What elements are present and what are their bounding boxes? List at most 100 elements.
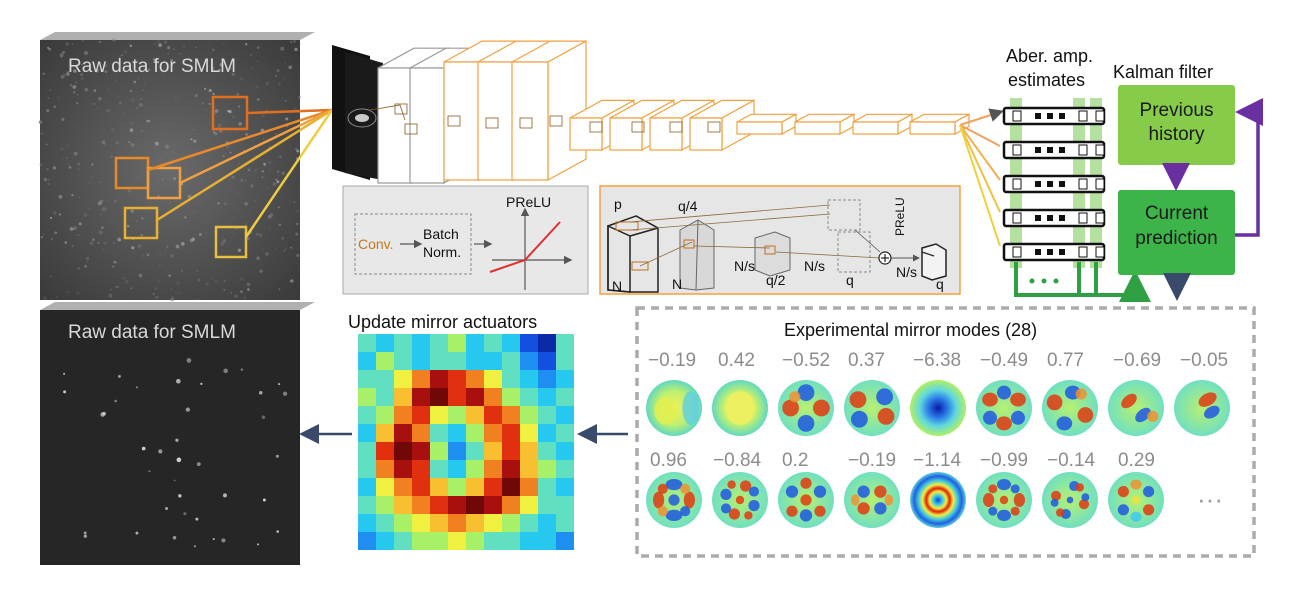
heatmap-cell — [430, 460, 448, 478]
heatmap-cell — [448, 334, 466, 352]
heatmap-cell — [358, 460, 376, 478]
modes-title: Experimental mirror modes (28) — [784, 320, 1038, 340]
heatmap-cell — [556, 514, 574, 532]
heatmap-cell — [394, 514, 412, 532]
heatmap-cell — [376, 424, 394, 442]
heatmap-cell — [394, 370, 412, 388]
heatmap-cell — [484, 496, 502, 514]
heatmap-cell — [520, 388, 538, 406]
heatmap-cell — [484, 388, 502, 406]
heatmap-cell — [430, 532, 448, 550]
heatmap-cell — [430, 496, 448, 514]
kalman-title: Kalman filter — [1113, 62, 1214, 82]
res-n-left-label: N — [612, 278, 623, 294]
heatmap-cell — [466, 334, 484, 352]
heatmap-cell — [556, 406, 574, 424]
estimates-title-line2: estimates — [1008, 70, 1086, 90]
heatmap-cell — [466, 388, 484, 406]
heatmap-cell — [394, 424, 412, 442]
heatmap-cell — [376, 496, 394, 514]
heatmap-cell — [394, 442, 412, 460]
mode-disk — [844, 380, 900, 436]
heatmap-cell — [538, 334, 556, 352]
heatmap-cell — [466, 352, 484, 370]
heatmap-cell — [412, 496, 430, 514]
heatmap-cell — [538, 352, 556, 370]
heatmap-cell — [556, 334, 574, 352]
heatmap-cell — [412, 442, 430, 460]
mode-disk — [1174, 380, 1230, 436]
heatmap-cell — [538, 532, 556, 550]
heatmap-cell — [466, 460, 484, 478]
heatmap-cell — [520, 532, 538, 550]
heatmap-cell — [430, 478, 448, 496]
heatmap-cell — [376, 352, 394, 370]
heatmap-cell — [538, 388, 556, 406]
mirror-actuator-heatmap — [358, 334, 574, 550]
heatmap-cell — [376, 532, 394, 550]
heatmap-cell — [430, 352, 448, 370]
roi-box — [214, 225, 248, 259]
mode-coef-row1: 0.77 — [1047, 350, 1084, 371]
prelu-label: PReLU — [506, 194, 552, 210]
heatmap-cell — [502, 460, 520, 478]
heatmap-cell — [538, 514, 556, 532]
heatmap-cell — [412, 478, 430, 496]
mode-disk — [1108, 380, 1164, 436]
roi-box — [123, 206, 159, 240]
heatmap-cell — [394, 388, 412, 406]
heatmap-cell — [484, 442, 502, 460]
heatmap-cell — [502, 352, 520, 370]
heatmap-cell — [556, 532, 574, 550]
mode-coef-row2: 0.29 — [1118, 450, 1155, 471]
heatmap-cell — [376, 334, 394, 352]
mode-disk — [910, 380, 966, 436]
mirror-title: Update mirror actuators — [348, 312, 538, 332]
heatmap-cell — [394, 532, 412, 550]
heatmap-cell — [502, 406, 520, 424]
heatmap-cell — [376, 514, 394, 532]
heatmap-cell — [376, 406, 394, 424]
heatmap-cell — [448, 424, 466, 442]
heatmap-cell — [502, 334, 520, 352]
res-ns1-label: N/s — [734, 258, 755, 274]
current-prediction-line1: Current — [1144, 203, 1209, 224]
heatmap-cell — [538, 460, 556, 478]
mirror-modes — [646, 380, 1230, 528]
heatmap-cell — [466, 514, 484, 532]
heatmap-cell — [484, 478, 502, 496]
res-ns2-label: N/s — [804, 258, 825, 274]
norm-label: Norm. — [423, 244, 462, 260]
raw-data-top-block — [38, 32, 334, 302]
heatmap-cell — [358, 334, 376, 352]
heatmap-cell — [358, 370, 376, 388]
mode-coef-row1: −0.05 — [1180, 350, 1229, 371]
heatmap-cell — [520, 478, 538, 496]
mode-coef-row1: −0.19 — [648, 350, 697, 371]
heatmap-cell — [394, 352, 412, 370]
mode-coef-row1: −6.38 — [913, 350, 962, 371]
raw-data-bottom-title: Raw data for SMLM — [68, 322, 236, 343]
batch-label: Batch — [423, 226, 459, 242]
network-output-fan — [959, 108, 1004, 247]
heatmap-cell — [430, 370, 448, 388]
heatmap-cell — [358, 406, 376, 424]
heatmap-cell — [412, 334, 430, 352]
heatmap-cell — [358, 514, 376, 532]
mode-coef-row2: −0.84 — [713, 450, 762, 471]
heatmap-cell — [358, 388, 376, 406]
heatmap-cell — [466, 496, 484, 514]
heatmap-cell — [520, 370, 538, 388]
heatmap-cell — [502, 532, 520, 550]
raw-data-bottom-block — [40, 302, 315, 565]
heatmap-cell — [412, 370, 430, 388]
heatmap-cell — [538, 442, 556, 460]
heatmap-cell — [466, 424, 484, 442]
heatmap-cell — [466, 406, 484, 424]
heatmap-cell — [502, 478, 520, 496]
mode-coef-row2: 0.96 — [650, 450, 687, 471]
previous-history-line1: Previous — [1139, 100, 1214, 121]
heatmap-cell — [520, 352, 538, 370]
mode-coef-row1: 0.42 — [718, 350, 755, 371]
